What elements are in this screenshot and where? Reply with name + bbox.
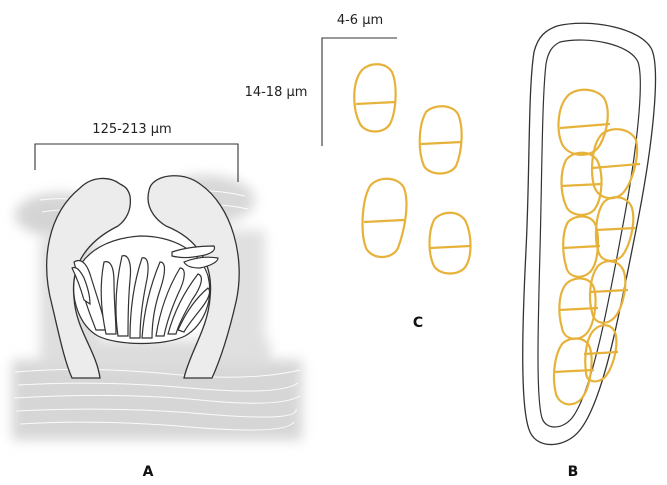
panel-b-ascus: B bbox=[523, 23, 656, 480]
ascospore-4 bbox=[430, 213, 471, 274]
panel-c-ascospores: 4-6 µm 14-18 µm C bbox=[245, 13, 471, 331]
panel-a-label: A bbox=[143, 464, 154, 480]
ascospore-1 bbox=[354, 64, 396, 131]
ascus-ascospores bbox=[553, 90, 640, 405]
panel-b-label: B bbox=[568, 464, 579, 480]
panel-c-length-label: 14-18 µm bbox=[245, 85, 308, 100]
ascospore-3 bbox=[363, 179, 407, 257]
panel-a-dimension-label: 125-213 µm bbox=[92, 122, 171, 137]
ascospore-2 bbox=[420, 106, 462, 173]
panel-c-label: C bbox=[413, 315, 423, 331]
panel-c-width-label: 4-6 µm bbox=[337, 13, 383, 28]
panel-a-perithecium: 125-213 µm A bbox=[12, 122, 302, 480]
